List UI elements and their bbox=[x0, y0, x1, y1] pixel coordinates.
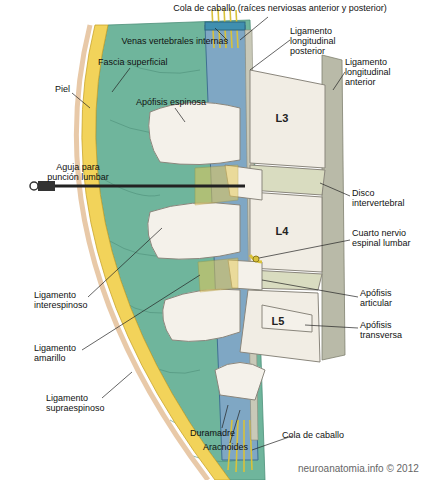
leader-lines bbox=[72, 17, 358, 450]
part-label: Apófisis articular bbox=[360, 288, 410, 308]
internal-veins bbox=[205, 22, 245, 30]
vertebra-body: L5 bbox=[258, 315, 298, 327]
nerve-ganglion bbox=[253, 256, 259, 262]
part-label: Aracnoides bbox=[203, 442, 263, 452]
needle bbox=[55, 185, 245, 188]
part-label: Ligamento longitudinal anterior bbox=[345, 57, 417, 87]
needle-hub bbox=[38, 181, 55, 191]
part-label: Cuarto nervio espinal lumbar bbox=[352, 228, 412, 248]
part-label: Apófisis transversa bbox=[360, 320, 410, 340]
spinal-nerve bbox=[250, 255, 262, 262]
part-label: Duramadre bbox=[190, 428, 250, 438]
posterior-elements bbox=[148, 102, 312, 400]
part-label: Ligamento longitudinal posterior bbox=[290, 26, 360, 56]
part-label: Ligamento amarillo bbox=[34, 343, 86, 363]
part-label: Cola de caballo (raíces nerviosas anteri… bbox=[150, 3, 410, 13]
part-label: Ligamento interespinoso bbox=[34, 290, 92, 310]
watermark: neuroanatomia.info © 2012 bbox=[298, 464, 420, 474]
vertebra-label: L5 bbox=[258, 315, 298, 327]
vertebra-label: L4 bbox=[262, 225, 302, 237]
part-label: Cola de caballo bbox=[282, 430, 362, 440]
part-label: Venas vertebrales internas bbox=[120, 36, 228, 46]
vertebral-column bbox=[240, 70, 325, 362]
part-label: Ligamento supraespinoso bbox=[46, 393, 106, 413]
vertebra-body: L3 bbox=[262, 112, 302, 124]
vertebra-body: L4 bbox=[262, 225, 302, 237]
part-label: Fascia superficial bbox=[98, 57, 178, 67]
needle-stylet bbox=[30, 182, 38, 190]
part-label: Apófisis espinosa bbox=[136, 97, 216, 107]
vertebra-label: L3 bbox=[262, 112, 302, 124]
part-label: Disco intervertebral bbox=[352, 188, 412, 208]
part-label: Piel bbox=[55, 84, 85, 94]
ligamentum-flavum bbox=[195, 165, 238, 292]
part-label: Aguja para punción lumbar bbox=[44, 162, 112, 182]
